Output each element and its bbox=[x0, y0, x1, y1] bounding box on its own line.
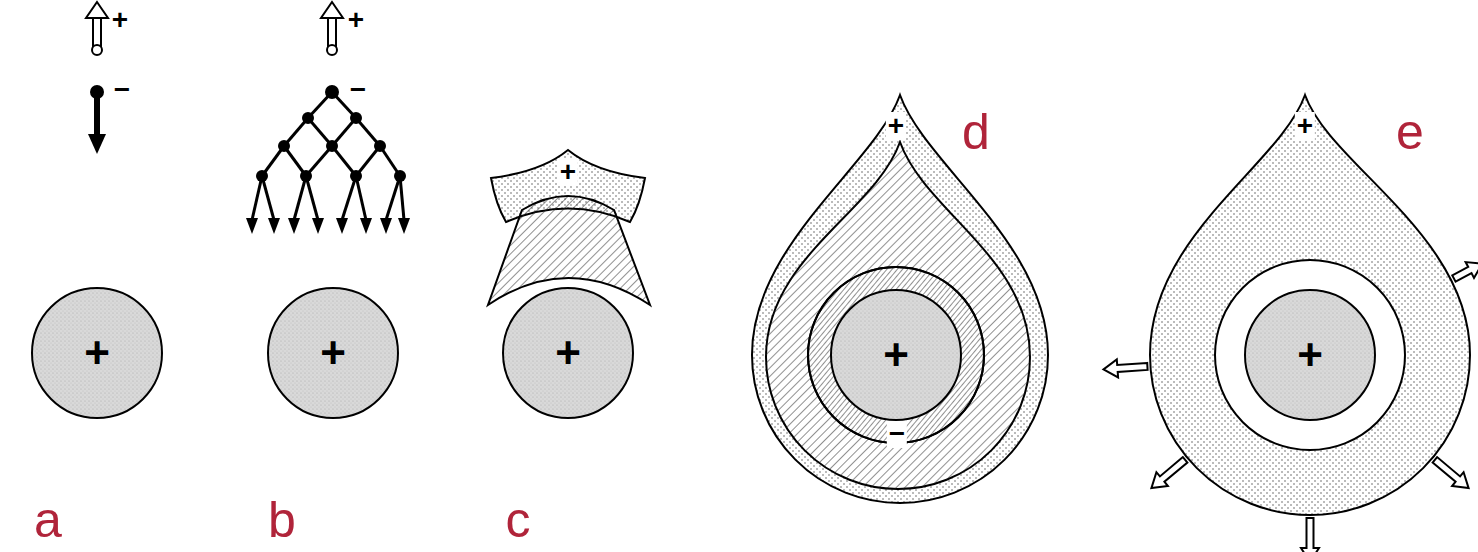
panel-letter: c bbox=[506, 495, 531, 545]
outward-arrow bbox=[1452, 262, 1478, 282]
charge-cap: + bbox=[486, 148, 652, 308]
panel-letter: d bbox=[962, 107, 990, 157]
sign-label: + bbox=[112, 6, 128, 34]
charge-sign: + bbox=[320, 331, 346, 375]
outward-arrow bbox=[1301, 518, 1319, 552]
sign-label: − bbox=[350, 76, 366, 104]
panel-letter: a bbox=[34, 495, 62, 545]
charge-sign: + bbox=[1295, 112, 1315, 140]
charge-sign: − bbox=[887, 420, 907, 448]
sign-label: + bbox=[348, 6, 364, 34]
charge-sign: + bbox=[886, 112, 906, 140]
charged-sphere: + bbox=[266, 286, 400, 420]
charge-sign: + bbox=[555, 331, 581, 375]
charged-sphere: + bbox=[1243, 288, 1377, 422]
charge-drop: + − + bbox=[750, 93, 1050, 505]
outward-arrow bbox=[1104, 360, 1148, 378]
cascade-tree bbox=[246, 85, 410, 234]
negative-arrow bbox=[88, 85, 106, 154]
panel-letter: b bbox=[268, 495, 296, 545]
charge-sign: + bbox=[883, 333, 909, 377]
positive-arrow bbox=[86, 2, 108, 55]
charged-sphere: + bbox=[30, 286, 164, 420]
charged-sphere: + bbox=[501, 286, 635, 420]
charge-sign: + bbox=[558, 158, 578, 186]
positive-arrow bbox=[321, 2, 343, 55]
outward-arrow bbox=[1433, 457, 1469, 488]
charge-sign: + bbox=[84, 331, 110, 375]
panel-letter: e bbox=[1396, 107, 1424, 157]
charge-sign: + bbox=[1297, 333, 1323, 377]
outward-arrow bbox=[1151, 457, 1187, 488]
sign-label: − bbox=[114, 76, 130, 104]
charged-sphere: + bbox=[829, 288, 963, 422]
